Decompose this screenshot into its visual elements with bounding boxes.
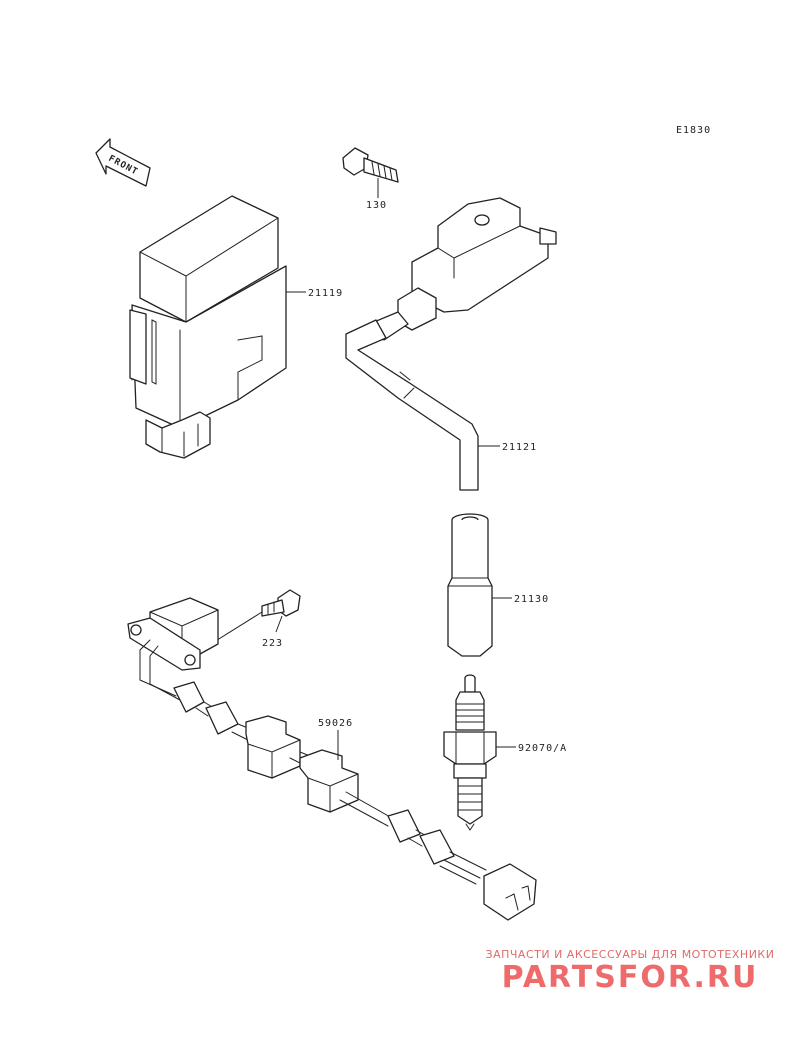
spark-plug [443, 674, 516, 831]
part-label-plug-cap: 21130 [514, 594, 549, 605]
part-label-bolt-small: 223 [262, 638, 283, 649]
ignition-coil [345, 197, 557, 491]
wiring-harness [127, 597, 537, 921]
part-label-harness-clamp: 59026 [318, 718, 353, 729]
front-arrow-icon: FRONT [95, 138, 151, 187]
part-label-spark-plug: 92070/A [518, 743, 567, 754]
part-label-ignition-coil: 21121 [502, 442, 537, 453]
bolt-223-icon [213, 589, 301, 643]
part-label-igniter: 21119 [308, 288, 343, 299]
bolt-130-icon [342, 147, 399, 198]
part-label-bolt-top: 130 [366, 200, 387, 211]
watermark-tagline: ЗАПЧАСТИ И АКСЕССУАРЫ ДЛЯ МОТОТЕХНИКИ [485, 948, 775, 961]
watermark: ЗАПЧАСТИ И АКСЕССУАРЫ ДЛЯ МОТОТЕХНИКИ PA… [470, 948, 790, 995]
spark-plug-cap [447, 513, 512, 657]
watermark-logo: PARTSFOR.RU [501, 960, 759, 995]
diagram-code: E1830 [676, 125, 711, 136]
igniter-unit [129, 195, 306, 459]
